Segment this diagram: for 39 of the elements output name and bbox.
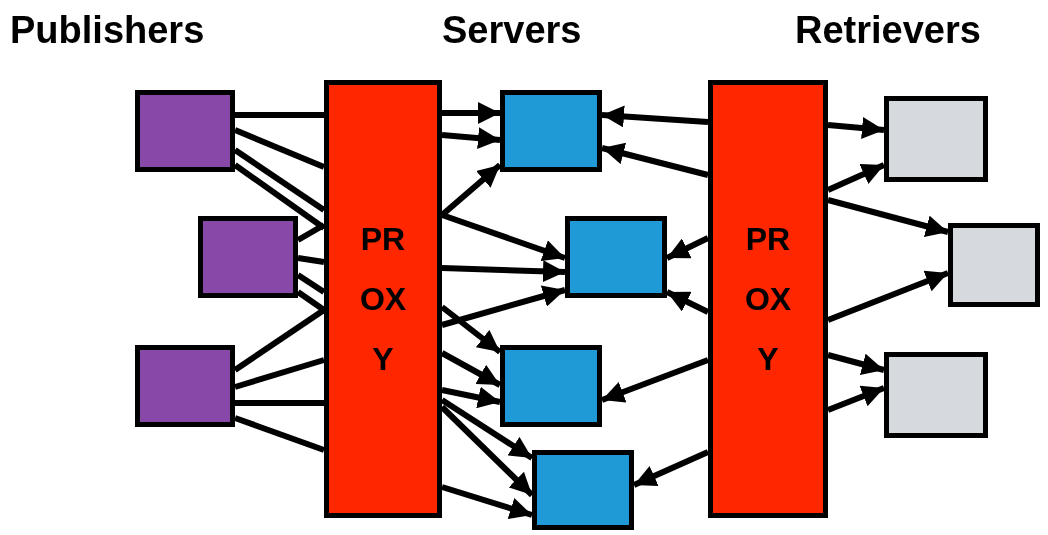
retriever-box [948, 223, 1040, 307]
server-box [500, 345, 602, 427]
server-box [500, 90, 602, 172]
arrow [601, 142, 709, 178]
proxy-label: PR OX Y [743, 220, 793, 379]
arrow [827, 197, 949, 237]
arrow [665, 289, 710, 315]
arrow [826, 385, 886, 413]
arrow [440, 350, 502, 388]
proxy-box [324, 80, 442, 518]
arrow [665, 235, 710, 261]
server-box [532, 450, 634, 530]
publisher-box [198, 216, 298, 298]
arrow [441, 212, 566, 262]
arrow [827, 117, 885, 139]
arrow [440, 397, 534, 461]
publisher-box [135, 345, 235, 427]
arrow [442, 102, 500, 124]
arrow [826, 162, 886, 193]
proxy-box [708, 80, 828, 518]
arrow [440, 304, 502, 355]
arrow [441, 127, 501, 150]
arrow [632, 449, 710, 488]
publisher-box [135, 90, 235, 172]
column-heading: Servers [442, 8, 582, 53]
proxy-label: PR OX Y [358, 220, 408, 379]
arrow [441, 386, 501, 409]
retriever-box [884, 352, 988, 438]
arrow [826, 270, 950, 323]
server-box [565, 216, 667, 298]
arrow [601, 105, 709, 128]
arrow [441, 285, 566, 328]
retriever-box [884, 96, 988, 182]
arrow [600, 357, 710, 403]
arrow [827, 352, 885, 375]
arrow [441, 484, 533, 519]
column-heading: Retrievers [795, 8, 981, 53]
arrow [441, 260, 566, 283]
column-heading: Publishers [10, 8, 205, 53]
